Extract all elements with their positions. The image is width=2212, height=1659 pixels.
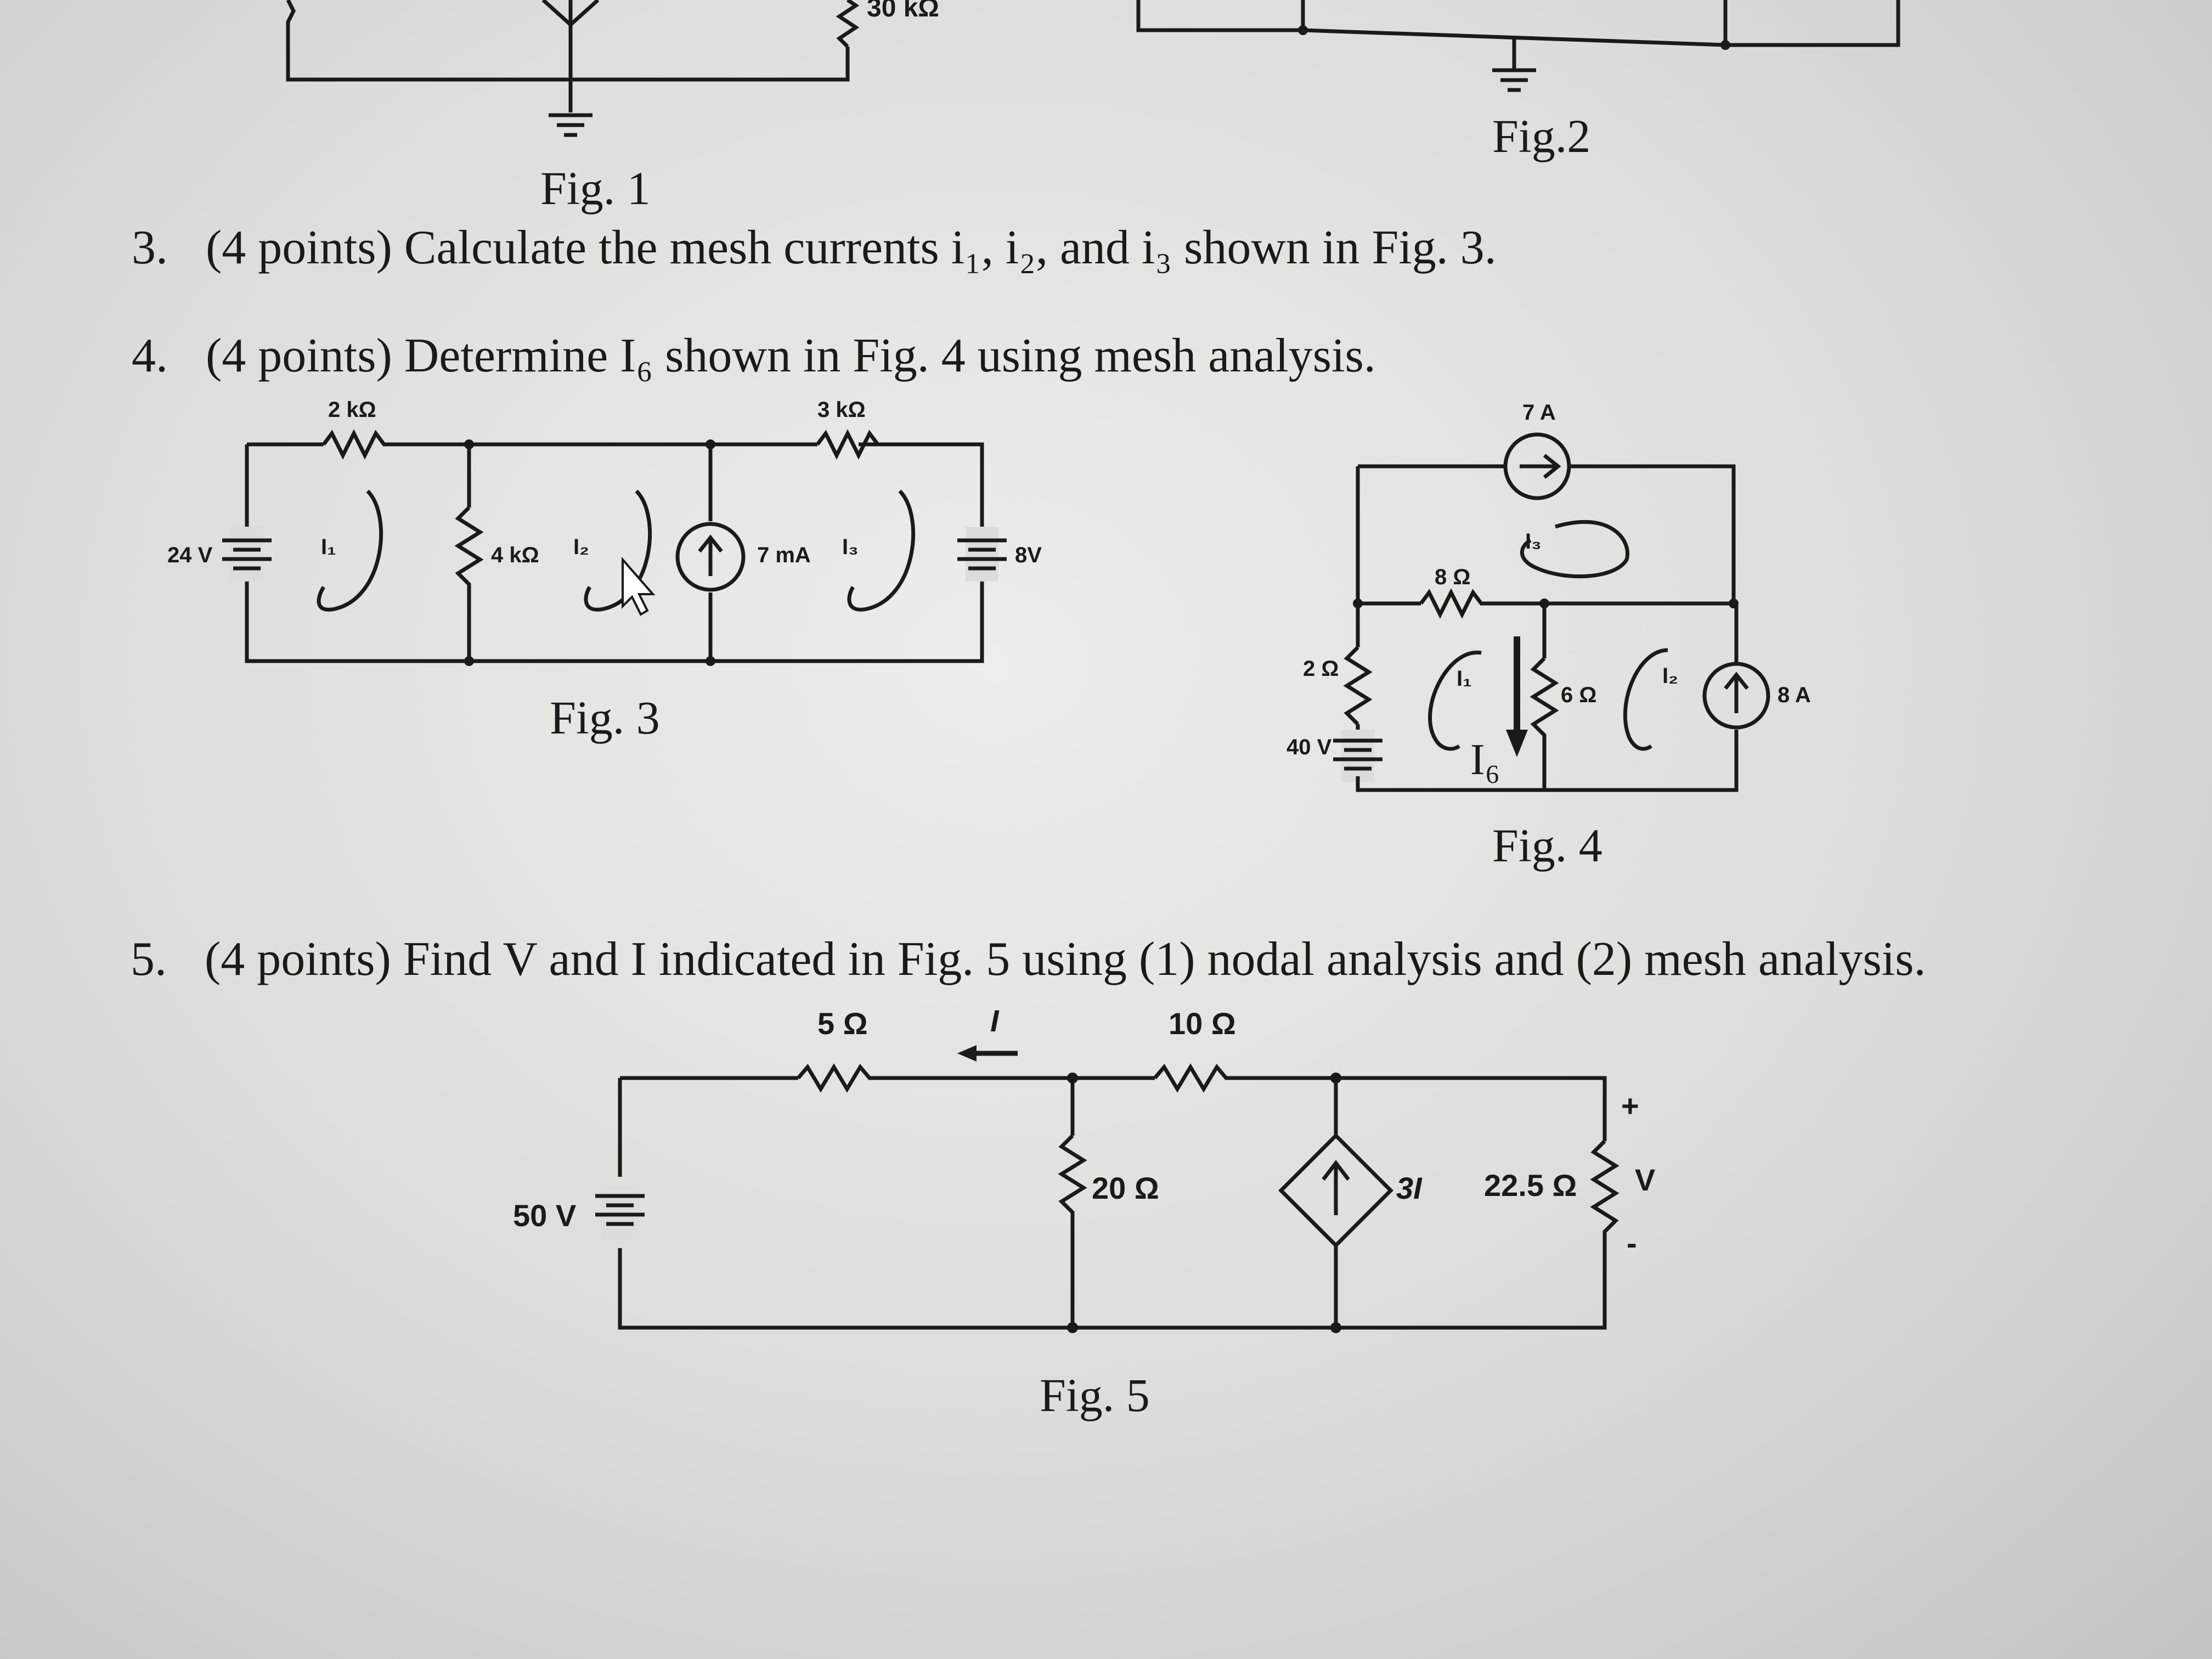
fig4-label-i1: I₁ xyxy=(1457,667,1472,691)
fig3-label-24v: 24 V xyxy=(167,543,213,567)
fig5-label-10: 10 Ω xyxy=(1169,1006,1236,1041)
question-3-text: (4 points) Calculate the mesh currents i… xyxy=(206,221,1497,274)
mouse-cursor-icon xyxy=(622,556,656,616)
fig4-battery-40v xyxy=(1333,738,1383,771)
fig3-resistor-2k xyxy=(322,429,390,460)
fig4-resistor-8 xyxy=(1419,588,1734,619)
fig4-label-40v: 40 V xyxy=(1286,735,1332,759)
fig5-dependent-source xyxy=(1278,1133,1393,1248)
fig1-circuit: 30 kΩ xyxy=(286,0,939,137)
question-3-number: 3. xyxy=(132,221,168,274)
fig4-current-source-7a xyxy=(1503,432,1571,500)
fig3-label-2k: 2 kΩ xyxy=(328,398,376,422)
fig4-circuit: 7 A 8 Ω 2 Ω 6 Ω 40 V 8 A I₃ I₁ I₂ xyxy=(1286,400,1811,792)
fig4-label-2: 2 Ω xyxy=(1303,657,1339,681)
fig5-resistor-5 xyxy=(797,1063,1155,1093)
fig4-caption: Fig. 4 xyxy=(1492,819,1602,872)
fig3-current-source xyxy=(675,522,746,592)
fig4-resistor-2 xyxy=(1343,646,1373,726)
fig3-label-i2: I₂ xyxy=(573,535,589,559)
fig3-label-4k: 4 kΩ xyxy=(491,543,539,567)
fig4-resistor-6 xyxy=(1530,657,1559,790)
fig1-resistor-label: 30 kΩ xyxy=(867,0,939,22)
question-5-text: (4 points) Find V and I indicated in Fig… xyxy=(205,933,1926,986)
fig5-battery-50v xyxy=(595,1194,645,1226)
fig5-label-50v: 50 V xyxy=(513,1198,576,1233)
fig4-mesh-arrow-2 xyxy=(1623,648,1668,751)
fig4-label-i2: I₂ xyxy=(1662,664,1678,688)
fig5-label-plus: + xyxy=(1621,1088,1639,1123)
fig5-resistor-22 xyxy=(1590,1139,1620,1256)
fig5-resistor-20 xyxy=(1058,1134,1087,1328)
fig3-resistor-3k xyxy=(816,429,879,460)
fig4-label-8a: 8 A xyxy=(1778,683,1811,707)
fig1-caption: Fig. 1 xyxy=(540,162,651,215)
fig4-label-i3: I₃ xyxy=(1525,529,1542,554)
fig3-label-i1: I₁ xyxy=(321,535,336,559)
fig3-resistor-4k xyxy=(454,506,484,661)
fig5-resistor-10 xyxy=(1153,1063,1607,1141)
fig5-label-22: 22.5 Ω xyxy=(1484,1168,1577,1203)
fig4-label-7a: 7 A xyxy=(1522,400,1556,425)
fig4-label-6: 6 Ω xyxy=(1561,683,1596,707)
fig3-label-8v: 8V xyxy=(1015,543,1042,567)
fig3-label-i3: I₃ xyxy=(842,535,859,559)
question-5-number: 5. xyxy=(131,933,167,986)
fig4-mesh-arrow-3 xyxy=(1520,520,1629,579)
question-4: 4. (4 points) Determine I₆ shown in Fig. … xyxy=(132,332,1376,380)
fig3-circuit: 2 kΩ 3 kΩ 4 kΩ 24 V 8V 7 mA I₁ I₂ I₃ xyxy=(167,398,1042,666)
fig4-label-8: 8 Ω xyxy=(1435,565,1470,589)
fig5-label-5: 5 Ω xyxy=(817,1006,868,1041)
fig3-mesh-arrow-3 xyxy=(847,489,915,612)
question-5: 5. (4 points) Find V and I indicated in F… xyxy=(131,935,1926,984)
fig3-caption: Fig. 3 xyxy=(550,691,660,744)
fig3-label-3k: 3 kΩ xyxy=(817,398,866,422)
fig5-label-20: 20 Ω xyxy=(1092,1171,1159,1205)
fig5-label-3i: 3I xyxy=(1396,1171,1423,1205)
question-4-text: (4 points) Determine I₆ shown in Fig. 4 … xyxy=(206,329,1376,382)
fig5-label-i: I xyxy=(990,1003,1000,1038)
fig2-circuit xyxy=(1136,0,1900,92)
fig3-mesh-arrow-1 xyxy=(317,489,383,612)
fig5-label-v: V xyxy=(1635,1163,1655,1197)
fig2-caption: Fig.2 xyxy=(1492,110,1591,162)
fig4-mesh-arrow-1 xyxy=(1428,650,1482,751)
fig4-i6-label: I₆ xyxy=(1470,736,1500,784)
question-4-number: 4. xyxy=(132,329,168,382)
fig5-circuit: 5 Ω I 10 Ω 20 Ω 50 V 3I 22.5 Ω V + - xyxy=(513,1003,1655,1333)
fig5-label-minus: - xyxy=(1627,1226,1637,1260)
fig3-battery-24v xyxy=(222,538,272,571)
fig3-battery-8v xyxy=(957,538,1007,571)
fig3-label-7ma: 7 mA xyxy=(757,543,811,567)
fig5-caption: Fig. 5 xyxy=(1040,1369,1150,1421)
question-3: 3. (4 points) Calculate the mesh currents… xyxy=(132,224,1497,272)
